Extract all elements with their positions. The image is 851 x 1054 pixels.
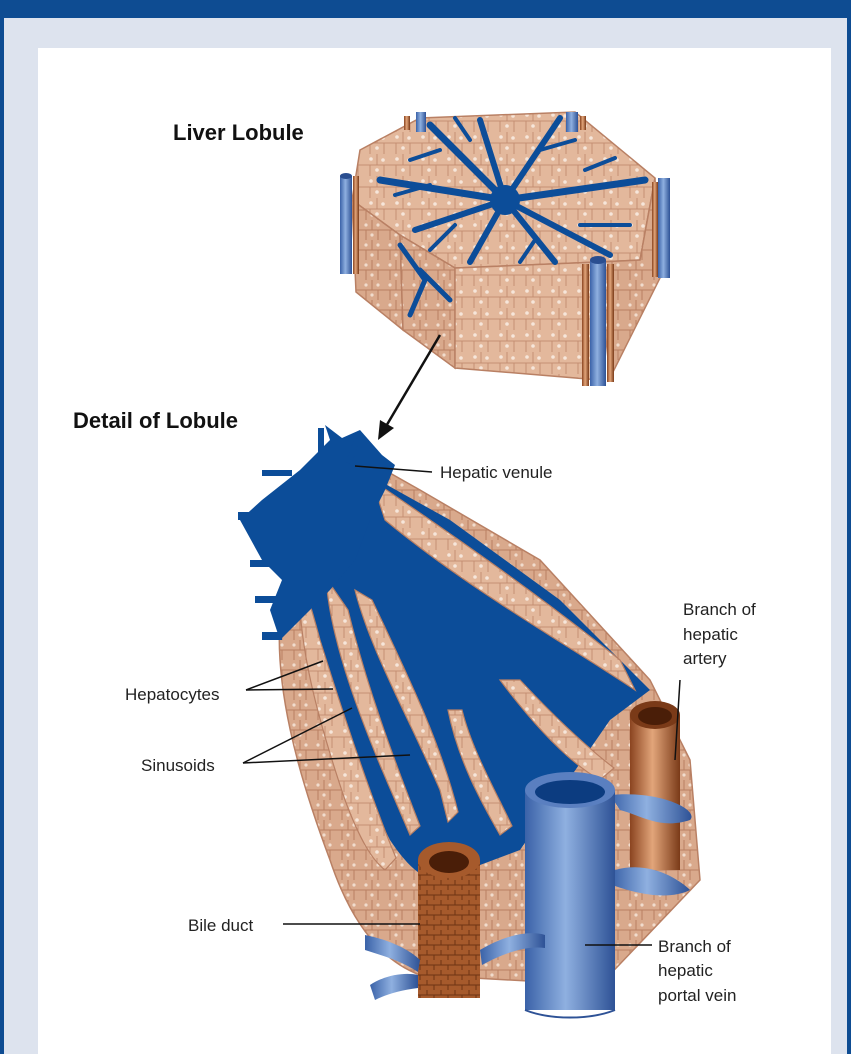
label-branch-portal-line1: Branch of	[658, 937, 731, 956]
liver-lobule-block	[340, 112, 670, 386]
lobule-detail	[238, 425, 700, 1018]
label-branch-portal-line2: hepatic	[658, 961, 713, 980]
label-branch-artery-line2: hepatic	[683, 625, 738, 644]
label-hepatic-venule: Hepatic venule	[440, 463, 552, 482]
heading-liver-lobule: Liver Lobule	[173, 120, 304, 145]
label-bile-duct: Bile duct	[188, 916, 253, 935]
label-branch-portal-line3: portal vein	[658, 986, 736, 1005]
label-branch-artery-line1: Branch of	[683, 600, 756, 619]
label-hepatocytes: Hepatocytes	[125, 685, 220, 704]
zoom-arrow	[378, 335, 440, 440]
heading-detail-of-lobule: Detail of Lobule	[73, 408, 238, 433]
central-vein	[490, 185, 520, 215]
label-branch-artery-line3: artery	[683, 649, 727, 668]
label-sinusoids: Sinusoids	[141, 756, 215, 775]
portal-vein-branch	[525, 772, 692, 1018]
hepatic-artery-branch	[630, 701, 680, 870]
